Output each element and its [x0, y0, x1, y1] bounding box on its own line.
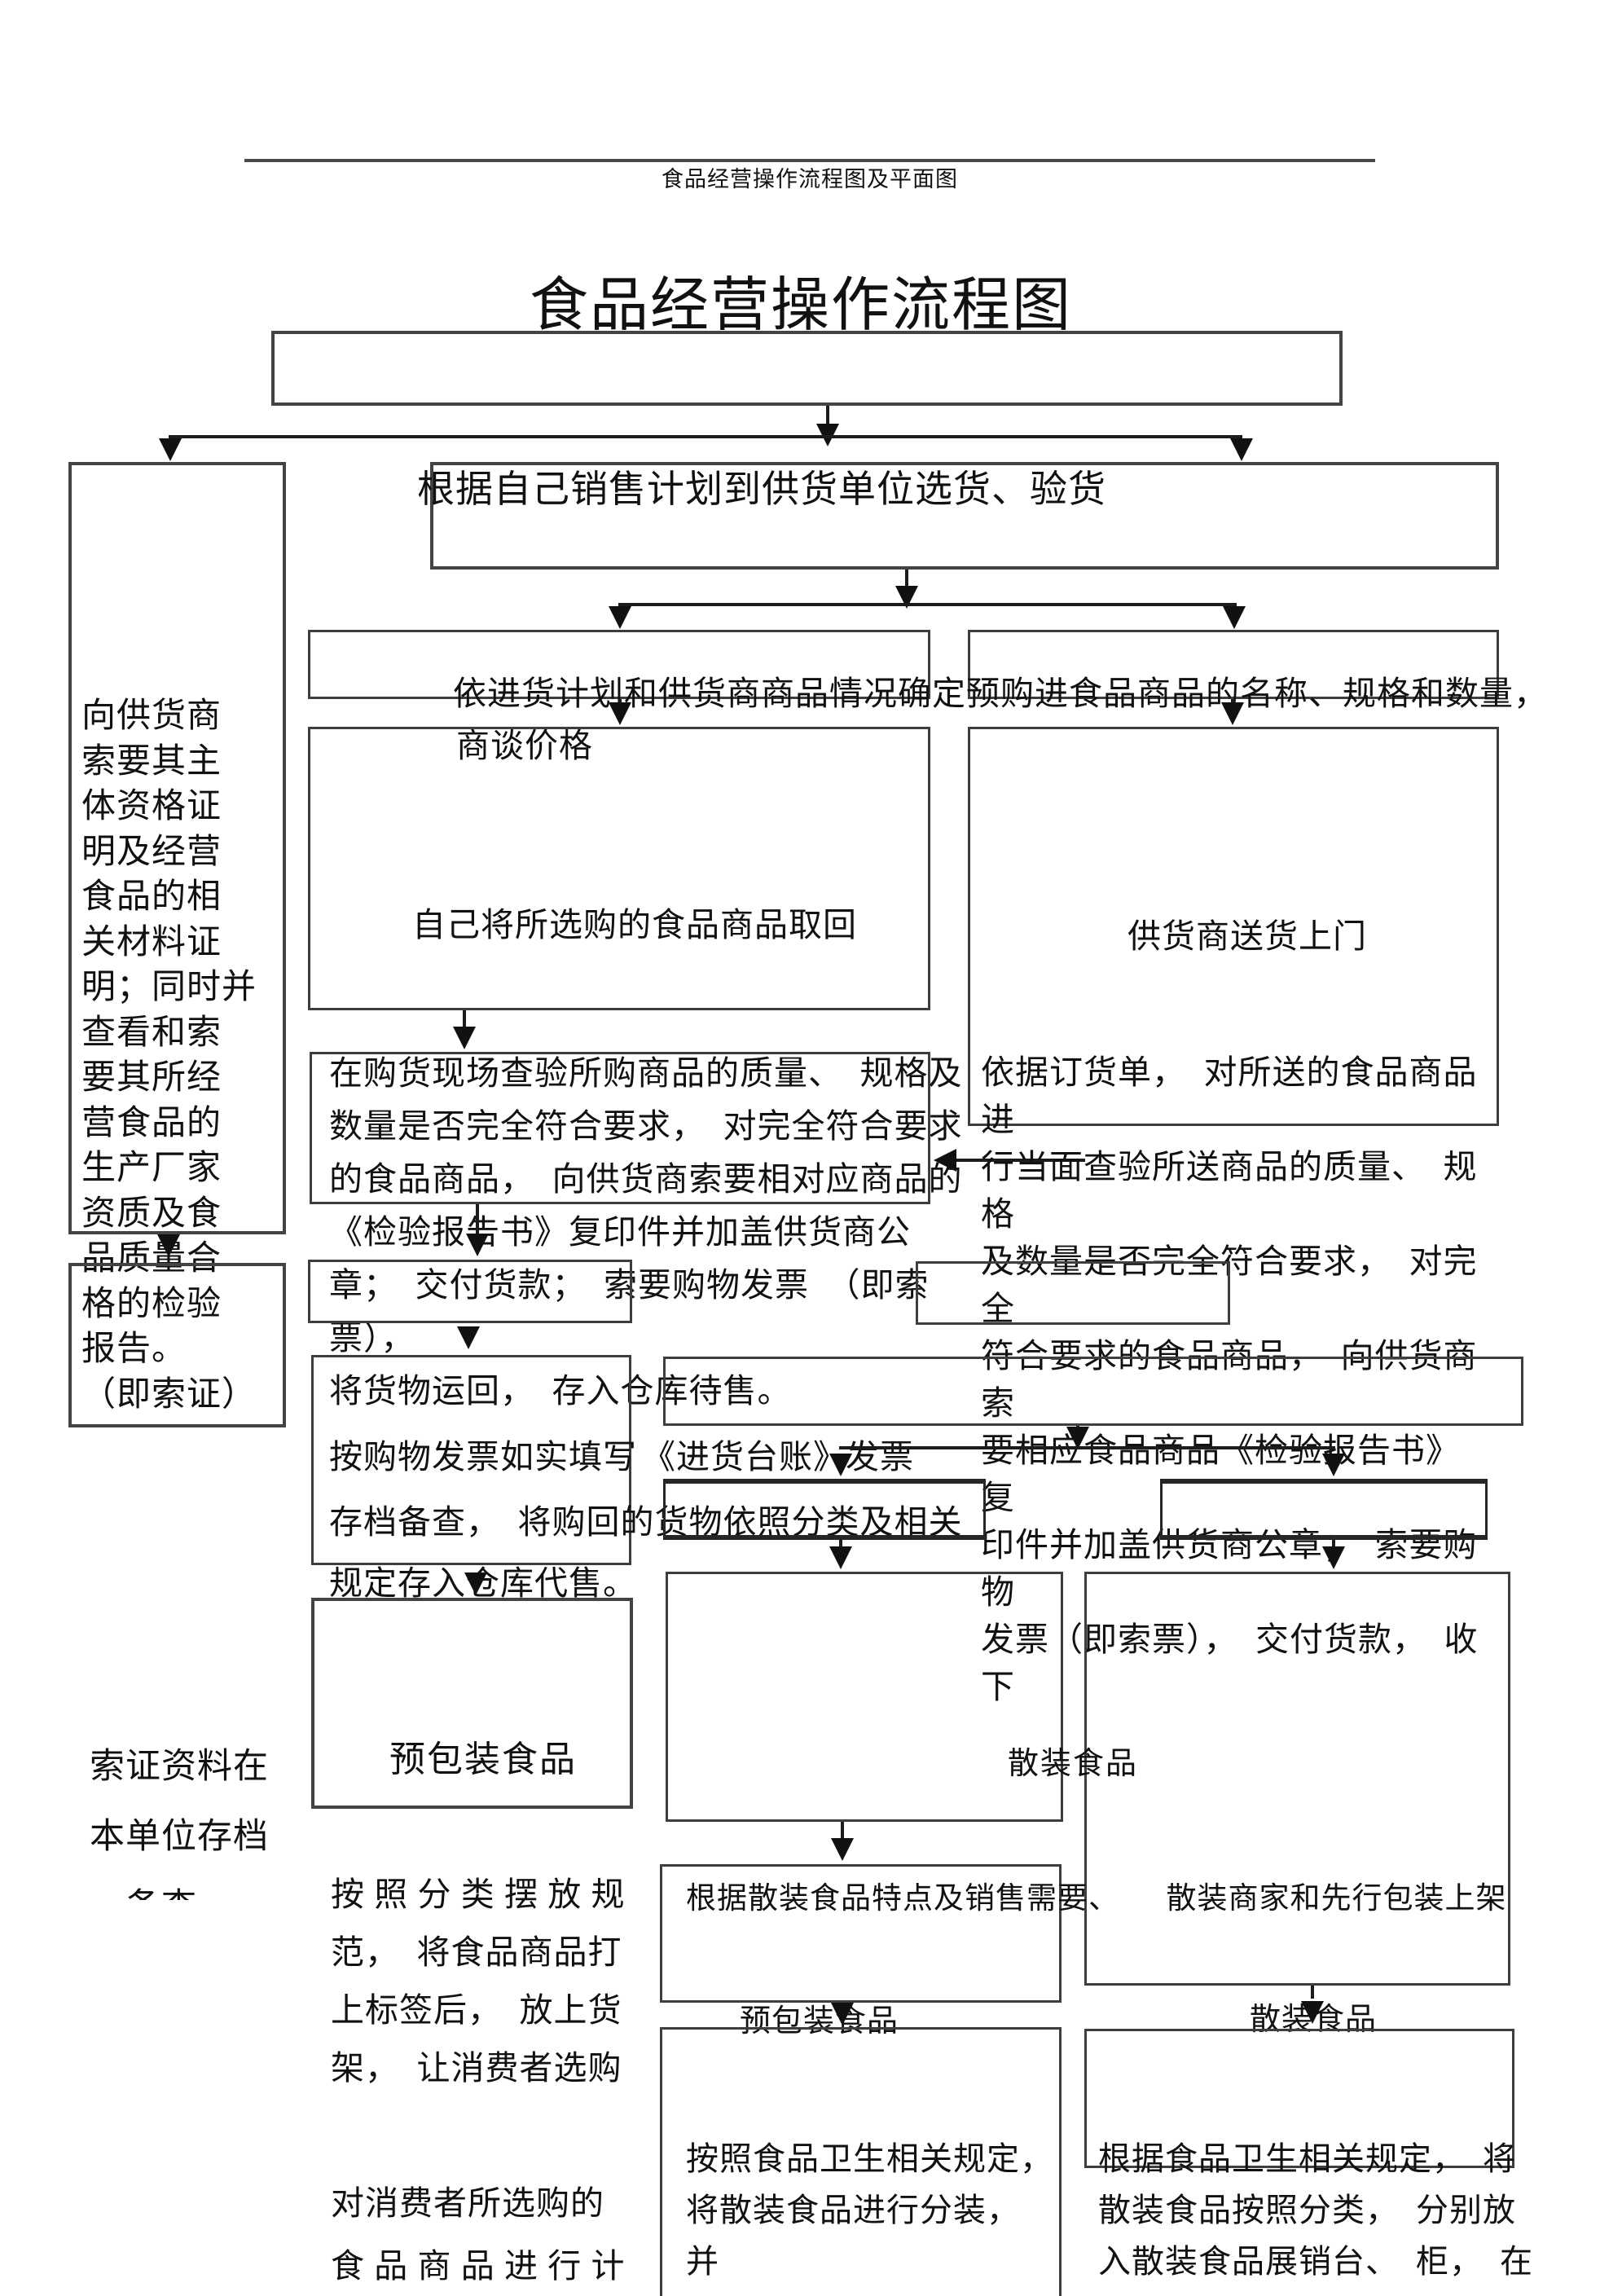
arrow-down-icon	[466, 1234, 489, 1256]
box-invoice-right	[916, 1261, 1230, 1325]
ledger-text-left: 按购物发票如实填写	[329, 1438, 637, 1476]
box-self-pickup	[308, 727, 930, 1010]
prepack-rules-text: 按照食品卫生相关规定， 将散装食品进行分装， 并 在小包装外标注： 商品名 称、…	[686, 2140, 1053, 2296]
header-rule	[244, 159, 1375, 162]
negotiate-text-line2: 商谈价格	[456, 727, 593, 764]
arrow-down-icon	[829, 1546, 852, 1569]
negotiate-text-line1: 依进货计划和供货商商品情况确定预购进食品商品的名称、规格和数量，	[453, 675, 1548, 712]
connector-plan-hline	[618, 603, 1237, 606]
bulk-prepare-text: 根据散装食品特点及销售需要、 散装商家和先行包装上架	[686, 1882, 1507, 1916]
bulk-rules-text: 根据食品卫生相关规定， 将 散装食品按照分类， 分别放 入散装食品展销台、 柜，…	[1098, 2140, 1533, 2296]
connector-plan-vline	[905, 570, 908, 589]
bulk-label-2: 散装食品	[1250, 2003, 1378, 2037]
box-certificate-note	[68, 1263, 286, 1427]
arrow-down-icon	[1301, 2001, 1324, 2024]
arrow-left-icon	[934, 1149, 956, 1172]
plan-text: 根据自己销售计划到供货单位选货、验货	[417, 468, 1106, 510]
box-payment	[308, 1260, 632, 1323]
connector-left-hline	[947, 1159, 1085, 1162]
arrow-down-icon	[831, 2003, 854, 2025]
arrow-down-icon	[1066, 1427, 1089, 1449]
archive-note-text: 索证资料在 本单位存档 备查	[90, 1748, 269, 1900]
ledger-text-cont: 存档备查， 将购回的货物依照分类及相关	[329, 1503, 963, 1541]
arrow-down-icon	[157, 1234, 180, 1257]
page-title: 食品经营操作流程图	[530, 273, 1073, 338]
box-prepack-rules	[660, 2027, 1062, 2296]
arrow-down-icon	[609, 606, 631, 629]
box-request-certificates	[68, 462, 286, 1234]
box-prepackaged-main	[666, 1572, 1063, 1822]
box-bulk-rules	[1084, 2029, 1514, 2168]
delivery-check-text: 依据订货单， 对所送的食品商品进 行当面查验所送商品的质量、 规格 及数量是否完…	[981, 1053, 1479, 1705]
box-supplier-delivery	[968, 727, 1499, 1126]
prepackaged-label-2: 预包装食品	[740, 2004, 899, 2039]
connector-vline	[839, 1540, 842, 1546]
arrow-down-icon	[831, 1838, 854, 1861]
box-negotiate-right	[968, 630, 1499, 699]
box-category-right	[1160, 1479, 1488, 1540]
arrow-down-icon	[457, 1326, 480, 1349]
connector-title-hline	[169, 435, 1242, 438]
page-header: 食品经营操作流程图及平面图	[662, 167, 958, 191]
box-ledger	[311, 1355, 631, 1565]
box-negotiate-left	[308, 630, 930, 699]
connector-vline	[1311, 1986, 1314, 1999]
box-wide	[663, 1357, 1523, 1426]
checkout-note-text: 对消费者所选购的 食 品 商 品 进 行 计	[331, 2184, 626, 2285]
self-pickup-text: 自己将所选购的食品商品取回	[412, 906, 857, 943]
box-category-left	[663, 1479, 986, 1540]
arrow-down-icon	[1221, 702, 1244, 725]
connector-vline	[1332, 1540, 1335, 1546]
prepackaged-label-1: 预包装食品	[389, 1740, 577, 1779]
bulk-label-1: 散装食品	[1008, 1747, 1139, 1781]
box-bulk-main	[1084, 1572, 1510, 1986]
arrow-down-icon	[609, 702, 631, 725]
arrow-down-icon	[829, 1454, 852, 1476]
shelf-note-text: 按 照 分 类 摆 放 规 范， 将食品商品打 上标签后， 放上货 架， 让消费…	[331, 1876, 626, 2087]
arrow-down-icon	[1230, 438, 1253, 461]
connector-wide-hline	[839, 1446, 1335, 1449]
ledger-book-text: 《进货台账》	[642, 1438, 847, 1476]
arrow-down-icon	[453, 1027, 476, 1049]
box-onsite-check	[310, 1052, 930, 1204]
arrow-down-icon	[1322, 1546, 1345, 1569]
arrow-down-icon	[1223, 606, 1246, 629]
box-plan	[430, 462, 1499, 570]
supplier-delivery-text: 供货商送货上门	[1127, 917, 1367, 955]
onsite-check-text: 在购货现场查验所购商品的质量、 规格及 数量是否完全符合要求， 对完全符合要求 …	[329, 1054, 963, 1410]
arrow-down-icon	[1322, 1454, 1345, 1476]
connector-vline	[841, 1822, 844, 1838]
title-box	[271, 331, 1343, 406]
box-bulk-prepare	[660, 1864, 1062, 2003]
arrow-down-icon	[159, 438, 182, 461]
request-certificates-text: 向供货商 索要其主 体资格证 明及经营 食品的相 关材料证 明；同时并 查看和索…	[81, 697, 257, 1414]
connector-vline	[463, 1010, 466, 1030]
arrow-down-icon	[464, 1572, 487, 1595]
connector-vline	[476, 1204, 479, 1234]
connector-title-vline	[826, 406, 829, 427]
box-prepackaged-left	[311, 1598, 633, 1809]
invoice-text: 发票	[846, 1438, 914, 1476]
